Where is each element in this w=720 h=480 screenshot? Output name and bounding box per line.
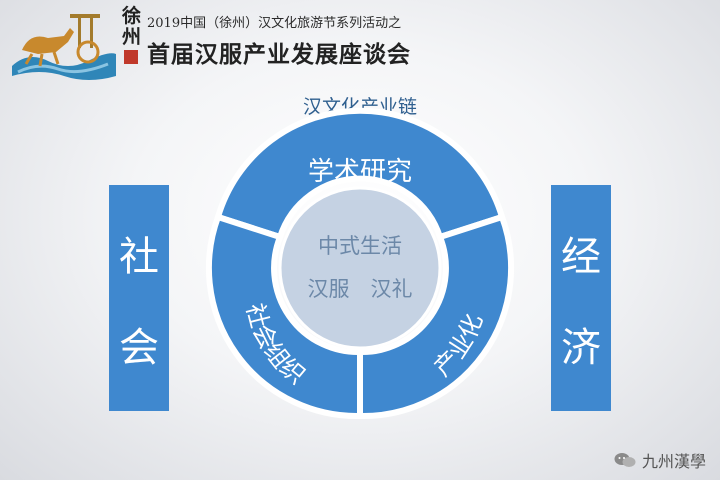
economy-box: 经 济	[551, 185, 611, 411]
segment-social-org	[205, 213, 363, 420]
event-subtitle: 2019中国（徐州）汉文化旅游节系列活动之	[147, 16, 402, 31]
header: 徐 州 2019中国（徐州）汉文化旅游节系列活动之 首届汉服产业发展座谈会	[0, 0, 720, 90]
society-box: 社 会	[109, 185, 169, 411]
seal-text: 徐 州	[122, 6, 144, 48]
seal-char-zhou: 州	[122, 26, 142, 48]
segment-research	[214, 107, 506, 241]
economy-char-2: 济	[561, 324, 601, 371]
seal-stamp-icon	[124, 50, 138, 64]
wechat-icon	[614, 453, 636, 467]
festival-logo-icon	[12, 14, 116, 80]
segment-industrialization	[357, 213, 515, 420]
watermark: 九州漢學	[614, 448, 706, 472]
center-circle	[278, 186, 442, 350]
event-title: 首届汉服产业发展座谈会	[147, 42, 411, 68]
society-char-2: 会	[119, 324, 159, 371]
center-line-1: 中式生活	[318, 234, 402, 258]
society-char-1: 社	[119, 233, 159, 280]
center-line-2: 汉服 汉礼	[308, 277, 413, 301]
economy-char-1: 经	[561, 233, 601, 280]
watermark-text: 九州漢學	[641, 452, 706, 471]
segment-label-research: 学术研究	[308, 157, 412, 187]
seal-char-xu: 徐	[122, 5, 142, 27]
